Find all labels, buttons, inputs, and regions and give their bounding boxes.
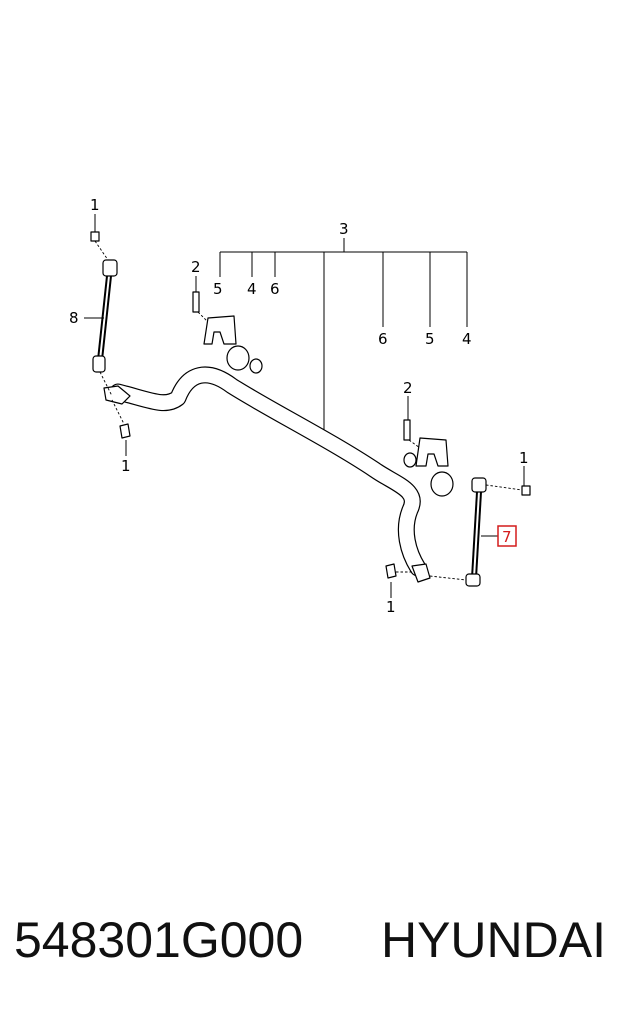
label-3: 3 xyxy=(339,220,349,238)
label-4-right: 4 xyxy=(462,330,472,348)
stabilizer-link-left xyxy=(90,231,131,439)
label-8: 8 xyxy=(69,309,79,327)
label-7-highlighted: 7 xyxy=(502,528,512,546)
label-1-top-left: 1 xyxy=(90,196,100,214)
label-1-bottom-left: 1 xyxy=(121,457,131,475)
label-leaders xyxy=(84,214,525,598)
clamp-left xyxy=(192,291,263,374)
label-2-left: 2 xyxy=(191,258,201,276)
label-6-left: 6 xyxy=(270,280,280,298)
group-bracket-3 xyxy=(219,238,468,432)
label-1-bottom-right: 1 xyxy=(386,598,396,616)
clamp-right xyxy=(403,419,454,497)
highlight-box xyxy=(497,525,517,547)
label-2-right: 2 xyxy=(403,379,413,397)
caption-bar: 548301G000 HYUNDAI xyxy=(0,905,620,975)
label-6-right: 6 xyxy=(378,330,388,348)
stabilizer-bar xyxy=(103,366,431,583)
brand-name: HYUNDAI xyxy=(380,912,606,968)
part-number: 548301G000 xyxy=(14,912,304,968)
label-1-right: 1 xyxy=(519,449,529,467)
stabilizer-link-right xyxy=(385,477,531,587)
label-4-left: 4 xyxy=(247,280,257,298)
label-5-left: 5 xyxy=(213,280,223,298)
label-5-right: 5 xyxy=(425,330,435,348)
